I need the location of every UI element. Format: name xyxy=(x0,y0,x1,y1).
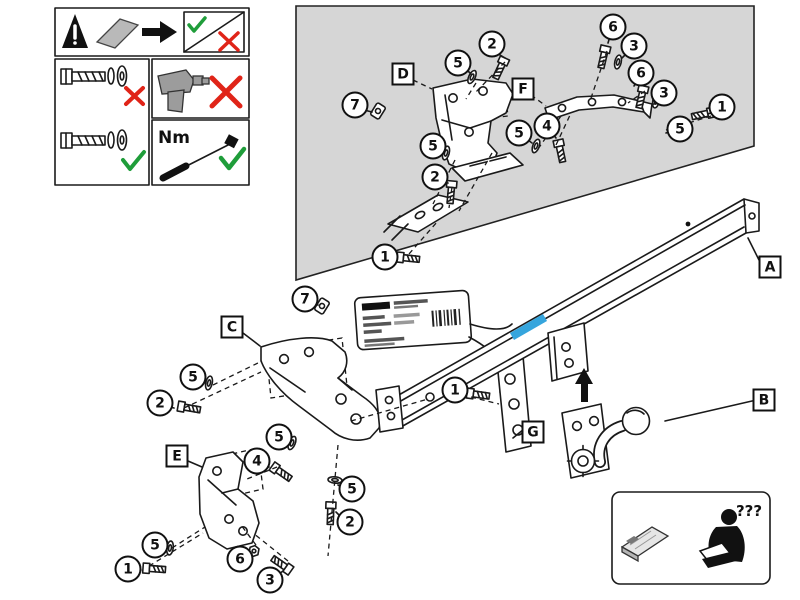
part-label-B: B xyxy=(752,388,776,412)
handwheel-icon xyxy=(566,444,600,478)
assembly-dashed-lines xyxy=(148,50,712,567)
fastener-callout-1: 1 xyxy=(441,376,469,404)
fastener-callout-2: 2 xyxy=(478,30,506,58)
fastener-callout-7: 7 xyxy=(341,91,369,119)
correct-bolt-icon xyxy=(60,129,146,171)
cover-part-icon xyxy=(95,18,140,49)
fastener-callout-5: 5 xyxy=(179,363,207,391)
fastener-callout-6: 6 xyxy=(599,13,627,41)
fastener-callout-1: 1 xyxy=(708,93,736,121)
fastener-callout-5: 5 xyxy=(505,119,533,147)
fastener-callout-5: 5 xyxy=(419,132,447,160)
part-label-C: C xyxy=(220,315,244,339)
fastener-callout-4: 4 xyxy=(533,112,561,140)
arrow-right-icon xyxy=(142,21,177,43)
check-icon xyxy=(218,146,247,171)
nm-label: Nm xyxy=(158,128,190,148)
fastener-callout-5: 5 xyxy=(141,531,169,559)
fastener-callout-7: 7 xyxy=(291,285,319,313)
part-label-F: F xyxy=(511,77,535,101)
fastener-callout-2: 2 xyxy=(336,508,364,536)
fastener-callout-6: 6 xyxy=(627,59,655,87)
fastener-callout-2: 2 xyxy=(146,389,174,417)
fastener-callout-3: 3 xyxy=(256,566,284,594)
manual-book-icon xyxy=(620,526,670,563)
ball-mount-assembly xyxy=(547,322,651,479)
barcode xyxy=(431,308,461,327)
fastener-callout-2: 2 xyxy=(421,163,449,191)
legend-bolt-column xyxy=(54,58,150,186)
arrow-up-icon xyxy=(575,368,593,402)
part-label-D: D xyxy=(391,62,415,86)
torque-wrench-icon xyxy=(159,134,239,182)
fastener-callout-5: 5 xyxy=(265,423,293,451)
fastener-callout-5: 5 xyxy=(666,115,694,143)
part-label-A: A xyxy=(758,255,782,279)
cross-icon xyxy=(209,75,243,109)
fastener-callout-4: 4 xyxy=(243,447,271,475)
part-label-E: E xyxy=(165,444,189,468)
crossbar-beam xyxy=(375,198,760,433)
legend-torque-wrench: Nm xyxy=(151,119,250,186)
fastener-callout-5: 5 xyxy=(338,475,366,503)
cross-icon xyxy=(218,31,240,52)
bracket-e xyxy=(198,447,264,550)
fastener-callout-1: 1 xyxy=(114,555,142,583)
fastener-callout-3: 3 xyxy=(620,32,648,60)
type-plate xyxy=(353,289,473,351)
questions-label: ??? xyxy=(736,502,762,520)
impact-wrench-icon xyxy=(157,69,210,113)
fastener-callout-1: 1 xyxy=(371,243,399,271)
wrong-bolt-icon xyxy=(60,65,145,106)
read-manual-box: ??? xyxy=(611,491,771,585)
check-icon xyxy=(187,16,207,33)
sticker-highlight xyxy=(510,314,547,340)
chassis-rail xyxy=(383,194,469,241)
part-label-G: G xyxy=(521,420,545,444)
tow-ball-icon xyxy=(621,406,651,436)
part-leader-lines xyxy=(187,237,760,468)
fastener-callout-3: 3 xyxy=(650,79,678,107)
legend-impact-wrench xyxy=(151,58,250,119)
legend-warning-row xyxy=(54,7,250,57)
reader-person-icon xyxy=(698,509,745,568)
fastener-callout-6: 6 xyxy=(226,545,254,573)
fastener-callout-5: 5 xyxy=(444,49,472,77)
